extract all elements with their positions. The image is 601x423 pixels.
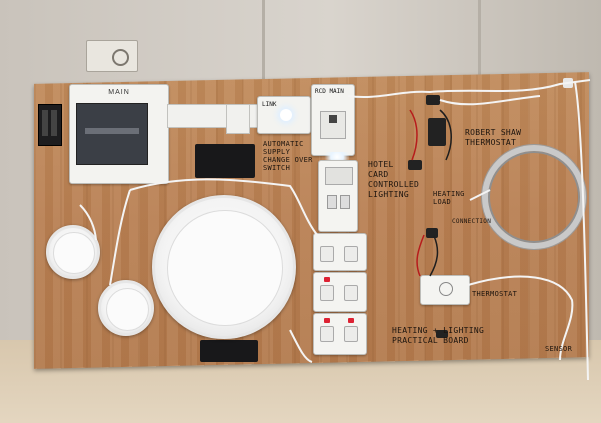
connector-block [426,228,438,238]
thermostat-unit [420,275,470,305]
switch-indicator-icon [348,318,354,323]
panel-door [76,103,148,165]
socket-icon [344,246,358,262]
wire-black-2 [429,235,439,277]
wire-light [129,178,319,237]
label-thermostat: THERMOSTAT [472,290,518,298]
socket-icon [320,246,334,262]
rocker-switch-icon [340,195,350,209]
label-line: SWITCH [263,164,291,172]
label-line: CONTROLLED [368,180,420,189]
main-distribution-panel: MAIN [69,84,169,184]
label-line: CARD [368,170,389,179]
rcd-label: RCD MAIN [315,88,344,95]
label-connection: CONNECTION [452,218,492,225]
label-line: HOTEL [368,160,394,169]
label-line: LOAD [433,198,452,206]
label-sensor: SENSOR [545,345,573,353]
breaker-toggle-icon [329,115,337,123]
wire-ring [469,189,491,201]
large-downlight [152,195,296,339]
rocker-switch-icon [327,195,337,209]
switch-indicator-icon [324,277,330,282]
tape-patch [200,340,258,362]
rcd-enclosure: RCD MAIN [311,84,355,156]
socket-icon [320,285,334,301]
link-label: LINK [262,101,277,108]
link-switch: LINK [257,96,311,134]
wire-right [574,81,589,381]
rcd-breaker [320,111,346,139]
power-outlet-1 [313,233,367,271]
socket-icon [344,326,358,342]
label-line: ROBERT SHAW [465,128,522,137]
connector-block [408,160,422,170]
hotel-card-switch [318,160,358,232]
label-robert-shaw: ROBERT SHAW THERMOSTAT [465,128,521,148]
wire-light-2 [109,189,131,286]
switch-toggle-icon [42,110,48,136]
power-outlet-3 [313,313,367,355]
label-line: PRACTICAL BOARD [392,336,469,345]
power-outlet-2 [313,272,367,312]
socket-icon [320,326,334,342]
switch-indicator-icon [324,318,330,323]
label-line: SUPPLY [263,148,291,156]
label-hotel-card: HOTEL CARD CONTROLLED LIGHTING [368,160,419,200]
label-line: THERMOSTAT [465,138,517,147]
card-slot [325,167,353,185]
wire-top-2 [439,95,541,106]
wire-outlet [289,329,313,363]
wire-red-2 [416,234,425,277]
wire-top [347,79,591,98]
switch-toggle-icon [51,110,57,136]
label-line: HEATING [433,190,465,198]
label-board-title: HEATING + LIGHTING PRACTICAL BOARD [392,326,484,346]
small-downlight [46,225,100,279]
label-automatic-supply: AUTOMATIC SUPPLY CHANGE OVER SWITCH [263,140,313,172]
wire-black-1 [439,109,452,161]
socket-icon [344,285,358,301]
label-heating-load: HEATING LOAD [433,190,465,206]
connector-block [426,95,440,105]
robert-shaw-thermostat [428,118,446,146]
wall-thermostat [86,40,138,72]
light-diffuser [105,287,149,331]
cable-trunking [226,104,250,134]
small-downlight [98,280,154,336]
label-line: AUTOMATIC [263,140,304,148]
wire-light-3 [79,204,97,241]
knob-icon [439,282,453,296]
wire-red-1 [409,109,418,161]
light-diffuser [53,232,95,274]
connector-block [436,330,448,338]
tape-patch [195,144,255,178]
light-diffuser [167,210,283,326]
wire-sensor [467,275,574,361]
breaker-row-icon [85,128,139,134]
label-line: CHANGE OVER [263,156,313,164]
main-panel-label: MAIN [108,89,130,96]
glow-light-icon [322,152,352,162]
label-line: HEATING + LIGHTING [392,326,485,335]
label-line: LIGHTING [368,190,409,199]
indicator-light-icon [280,109,292,121]
dial-icon [112,49,129,66]
